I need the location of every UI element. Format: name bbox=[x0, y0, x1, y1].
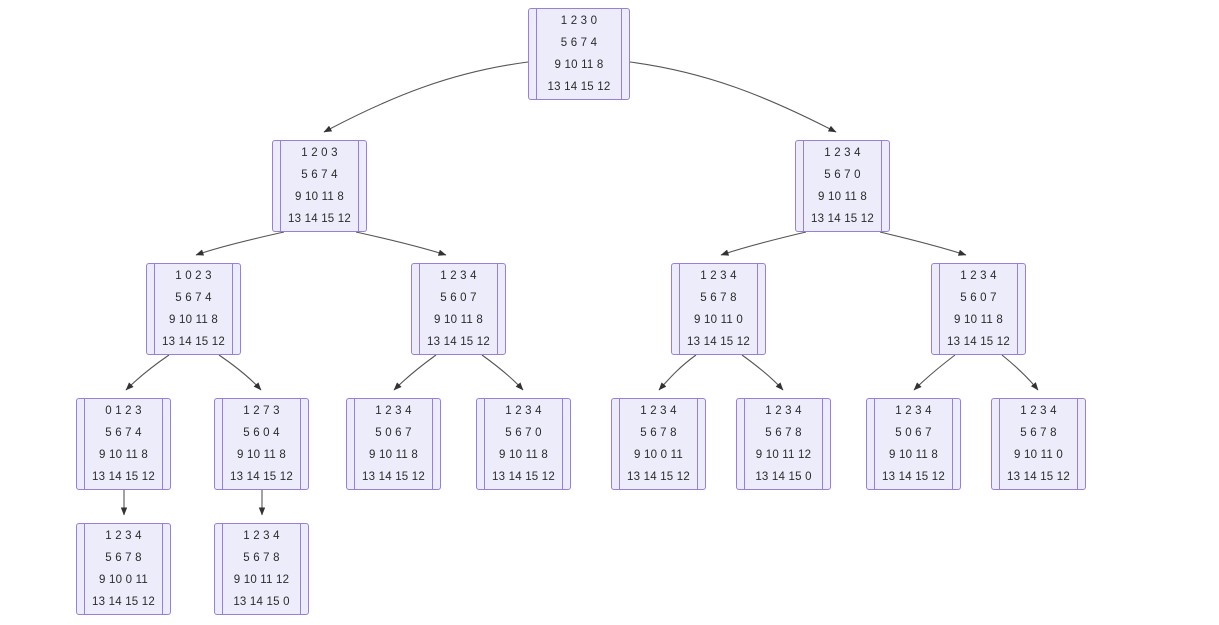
puzzle-row: 1 0 2 3 bbox=[175, 269, 212, 282]
puzzle-row: 13 14 15 12 bbox=[427, 336, 490, 349]
puzzle-row: 1 2 3 4 bbox=[960, 269, 997, 282]
puzzle-row: 1 2 3 4 bbox=[824, 146, 861, 159]
puzzle-row: 9 10 11 8 bbox=[169, 314, 218, 326]
puzzle-row: 13 14 15 12 bbox=[92, 596, 155, 609]
puzzle-state-node[interactable]: 1 2 3 4 5 6 7 8 9 10 0 11 13 14 15 12 bbox=[611, 398, 706, 490]
puzzle-state-node[interactable]: 1 2 7 3 5 6 0 4 9 10 11 8 13 14 15 12 bbox=[214, 398, 309, 490]
puzzle-row: 1 2 7 3 bbox=[243, 404, 280, 417]
puzzle-row: 13 14 15 0 bbox=[755, 471, 812, 484]
puzzle-row: 5 6 7 4 bbox=[560, 36, 598, 49]
puzzle-row: 5 6 0 4 bbox=[243, 426, 280, 439]
puzzle-row: 1 2 3 4 bbox=[505, 404, 542, 417]
puzzle-row: 5 6 7 4 bbox=[105, 426, 142, 439]
puzzle-state-node[interactable]: 1 2 3 4 5 0 6 7 9 10 11 8 13 14 15 12 bbox=[866, 398, 961, 490]
puzzle-row: 1 2 3 4 bbox=[640, 404, 677, 417]
puzzle-row: 1 2 3 4 bbox=[1020, 404, 1057, 417]
tree-edge bbox=[629, 61, 837, 133]
puzzle-row: 13 14 15 12 bbox=[882, 471, 945, 484]
puzzle-row: 13 14 15 12 bbox=[811, 213, 874, 226]
puzzle-state-node[interactable]: 1 0 2 3 5 6 7 4 9 10 11 8 13 14 15 12 bbox=[146, 263, 241, 355]
puzzle-state-node[interactable]: 1 2 3 4 5 6 7 0 9 10 11 8 13 14 15 12 bbox=[795, 140, 890, 232]
puzzle-row: 0 1 2 3 bbox=[105, 404, 142, 417]
puzzle-row: 9 10 11 8 bbox=[237, 449, 286, 461]
puzzle-row: 9 10 0 11 bbox=[99, 574, 148, 586]
tree-edge bbox=[720, 231, 807, 256]
tree-edge bbox=[481, 354, 524, 391]
puzzle-row: 1 2 3 4 bbox=[765, 404, 802, 417]
puzzle-state-node[interactable]: 1 2 3 4 5 6 7 8 9 10 11 0 13 14 15 12 bbox=[991, 398, 1086, 490]
puzzle-row: 9 10 11 8 bbox=[818, 191, 867, 203]
puzzle-row: 9 10 11 8 bbox=[369, 449, 418, 461]
puzzle-state-node[interactable]: 1 2 3 4 5 6 0 7 9 10 11 8 13 14 15 12 bbox=[411, 263, 506, 355]
puzzle-state-node[interactable]: 1 2 3 4 5 6 7 8 9 10 11 12 13 14 15 0 bbox=[736, 398, 831, 490]
puzzle-row: 5 6 0 7 bbox=[960, 291, 997, 304]
puzzle-state-node[interactable]: 0 1 2 3 5 6 7 4 9 10 11 8 13 14 15 12 bbox=[76, 398, 171, 490]
puzzle-row: 1 2 3 4 bbox=[700, 269, 737, 282]
puzzle-row: 5 6 0 7 bbox=[440, 291, 477, 304]
puzzle-row: 9 10 11 12 bbox=[233, 574, 290, 586]
tree-edge bbox=[355, 231, 447, 256]
puzzle-state-node[interactable]: 1 2 3 4 5 6 7 0 9 10 11 8 13 14 15 12 bbox=[476, 398, 571, 490]
puzzle-row: 5 6 7 8 bbox=[765, 426, 802, 439]
puzzle-row: 5 6 7 8 bbox=[640, 426, 677, 439]
puzzle-row: 13 14 15 12 bbox=[288, 213, 351, 226]
puzzle-row: 5 6 7 4 bbox=[175, 291, 212, 304]
puzzle-row: 1 2 3 4 bbox=[440, 269, 477, 282]
puzzle-state-node[interactable]: 1 2 3 4 5 6 7 8 9 10 11 0 13 14 15 12 bbox=[671, 263, 766, 355]
tree-edge bbox=[741, 354, 784, 391]
puzzle-row: 13 14 15 12 bbox=[92, 471, 155, 484]
puzzle-state-node[interactable]: 1 2 3 4 5 6 0 7 9 10 11 8 13 14 15 12 bbox=[931, 263, 1026, 355]
tree-edge bbox=[125, 354, 170, 391]
puzzle-row: 9 10 11 8 bbox=[295, 191, 344, 203]
puzzle-row: 13 14 15 12 bbox=[230, 471, 293, 484]
tree-edge bbox=[393, 354, 437, 391]
puzzle-row: 1 2 3 0 bbox=[560, 14, 598, 27]
puzzle-row: 9 10 11 12 bbox=[755, 449, 812, 461]
puzzle-row: 1 2 3 4 bbox=[895, 404, 932, 417]
puzzle-row: 13 14 15 12 bbox=[492, 471, 555, 484]
puzzle-state-node[interactable]: 1 2 3 4 5 6 7 8 9 10 0 11 13 14 15 12 bbox=[76, 523, 171, 615]
puzzle-row: 9 10 0 11 bbox=[634, 449, 683, 461]
puzzle-row: 5 6 7 8 bbox=[243, 551, 280, 564]
puzzle-row: 5 6 7 0 bbox=[824, 168, 861, 181]
tree-edge bbox=[1001, 354, 1039, 391]
puzzle-row: 13 14 15 12 bbox=[362, 471, 425, 484]
puzzle-row: 13 14 15 12 bbox=[627, 471, 690, 484]
puzzle-row: 13 14 15 12 bbox=[547, 81, 611, 94]
tree-edge bbox=[195, 231, 285, 256]
puzzle-row: 1 2 0 3 bbox=[301, 146, 338, 159]
puzzle-row: 5 6 7 8 bbox=[105, 551, 142, 564]
puzzle-row: 1 2 3 4 bbox=[105, 529, 142, 542]
puzzle-row: 9 10 11 0 bbox=[694, 314, 743, 326]
puzzle-row: 9 10 11 8 bbox=[499, 449, 548, 461]
puzzle-row: 5 0 6 7 bbox=[375, 426, 412, 439]
puzzle-state-node[interactable]: 1 2 0 3 5 6 7 4 9 10 11 8 13 14 15 12 bbox=[272, 140, 367, 232]
tree-edge bbox=[658, 354, 697, 391]
puzzle-state-node[interactable]: 1 2 3 0 5 6 7 4 9 10 11 8 13 14 15 12 bbox=[528, 8, 630, 100]
tree-edge bbox=[218, 354, 262, 391]
puzzle-row: 9 10 11 8 bbox=[554, 59, 604, 71]
puzzle-row: 13 14 15 0 bbox=[233, 596, 290, 609]
puzzle-row: 9 10 11 8 bbox=[954, 314, 1003, 326]
puzzle-row: 5 6 7 8 bbox=[1020, 426, 1057, 439]
puzzle-row: 5 6 7 4 bbox=[301, 168, 338, 181]
puzzle-state-node[interactable]: 1 2 3 4 5 0 6 7 9 10 11 8 13 14 15 12 bbox=[346, 398, 441, 490]
puzzle-row: 13 14 15 12 bbox=[687, 336, 750, 349]
puzzle-state-node[interactable]: 1 2 3 4 5 6 7 8 9 10 11 12 13 14 15 0 bbox=[214, 523, 309, 615]
puzzle-row: 9 10 11 8 bbox=[889, 449, 938, 461]
puzzle-row: 5 6 7 8 bbox=[700, 291, 737, 304]
puzzle-row: 13 14 15 12 bbox=[947, 336, 1010, 349]
puzzle-row: 9 10 11 8 bbox=[434, 314, 483, 326]
puzzle-row: 9 10 11 8 bbox=[99, 449, 148, 461]
puzzle-row: 5 0 6 7 bbox=[895, 426, 932, 439]
puzzle-row: 13 14 15 12 bbox=[1007, 471, 1070, 484]
puzzle-row: 5 6 7 0 bbox=[505, 426, 542, 439]
tree-edge bbox=[323, 61, 529, 133]
puzzle-row: 13 14 15 12 bbox=[162, 336, 225, 349]
puzzle-row: 1 2 3 4 bbox=[375, 404, 412, 417]
puzzle-row: 1 2 3 4 bbox=[243, 529, 280, 542]
puzzle-row: 9 10 11 0 bbox=[1014, 449, 1063, 461]
tree-edge bbox=[879, 231, 967, 256]
tree-edge bbox=[913, 354, 956, 391]
